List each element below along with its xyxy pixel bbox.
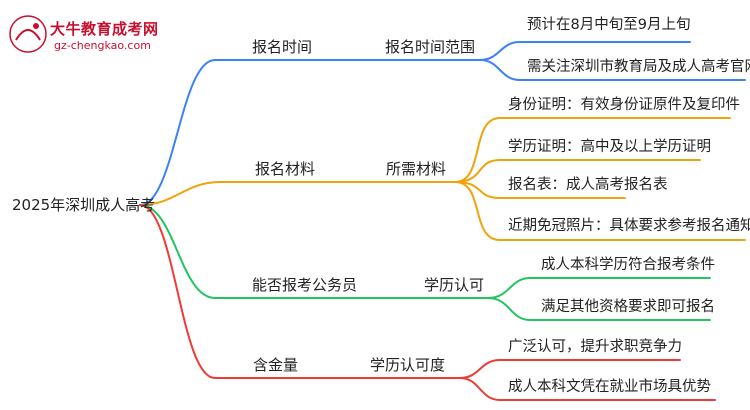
sub-label-recognition-level: 学历认可度 — [370, 356, 446, 374]
branch-label-value: 含金量 — [253, 356, 299, 374]
b1-leaf-connector-2 — [479, 59, 746, 81]
sub-label-required-materials: 所需材料 — [386, 160, 447, 178]
branch-label-materials: 报名材料 — [255, 160, 316, 178]
root-connector-b4 — [139, 204, 351, 379]
leaf-registration-window: 预计在8月中旬至9月上旬 — [527, 17, 691, 33]
b4-leaf-connector-2 — [459, 377, 716, 401]
branch-label-civil-service: 能否报考公务员 — [252, 276, 358, 294]
root-connector-b3 — [139, 204, 386, 299]
sub-label-degree-recognition: 学历认可 — [424, 276, 485, 294]
b2-leaf-connector-2 — [454, 159, 701, 183]
sub-label-registration-period: 报名时间范围 — [385, 38, 476, 56]
logo-url: gz-chengkao.com — [54, 39, 151, 52]
root-connector-b1 — [139, 59, 361, 206]
leaf-id-proof: 身份证明：有效身份证原件及复印件 — [508, 97, 740, 113]
b3-leaf-connector-1 — [487, 277, 711, 299]
b4-leaf-connector-1 — [459, 359, 681, 379]
b2-leaf-connector-3 — [454, 181, 626, 199]
leaf-bachelor-eligible: 成人本科学历符合报考条件 — [541, 257, 715, 273]
b1-leaf-connector-1 — [479, 41, 691, 61]
leaf-education-proof: 学历证明：高中及以上学历证明 — [508, 139, 711, 155]
leaf-job-market-advantage: 成人本科文凭在就业市场具优势 — [508, 379, 711, 395]
leaf-application-form: 报名表：成人高考报名表 — [508, 177, 668, 193]
site-logo: 大牛教育成考网 gz-chengkao.com — [8, 14, 198, 54]
leaf-widely-recognized: 广泛认可，提升求职竞争力 — [508, 339, 682, 355]
root-node: 2025年深圳成人高考 — [12, 196, 156, 214]
b2-leaf-connector-4 — [454, 181, 746, 241]
leaf-recent-photo: 近期免冠照片：具体要求参考报名通知 — [508, 218, 750, 234]
logo-mark-icon — [9, 15, 47, 53]
leaf-follow-official-sites: 需关注深圳市教育局及成人高考官网 — [527, 59, 750, 75]
branch-label-registration-time: 报名时间 — [252, 38, 313, 56]
b2-leaf-connector-1 — [454, 117, 731, 183]
logo-title: 大牛教育成考网 — [50, 20, 159, 38]
b3-leaf-connector-2 — [487, 297, 711, 321]
leaf-other-requirements: 满足其他资格要求即可报名 — [541, 299, 715, 315]
root-connector-b2 — [139, 181, 366, 206]
